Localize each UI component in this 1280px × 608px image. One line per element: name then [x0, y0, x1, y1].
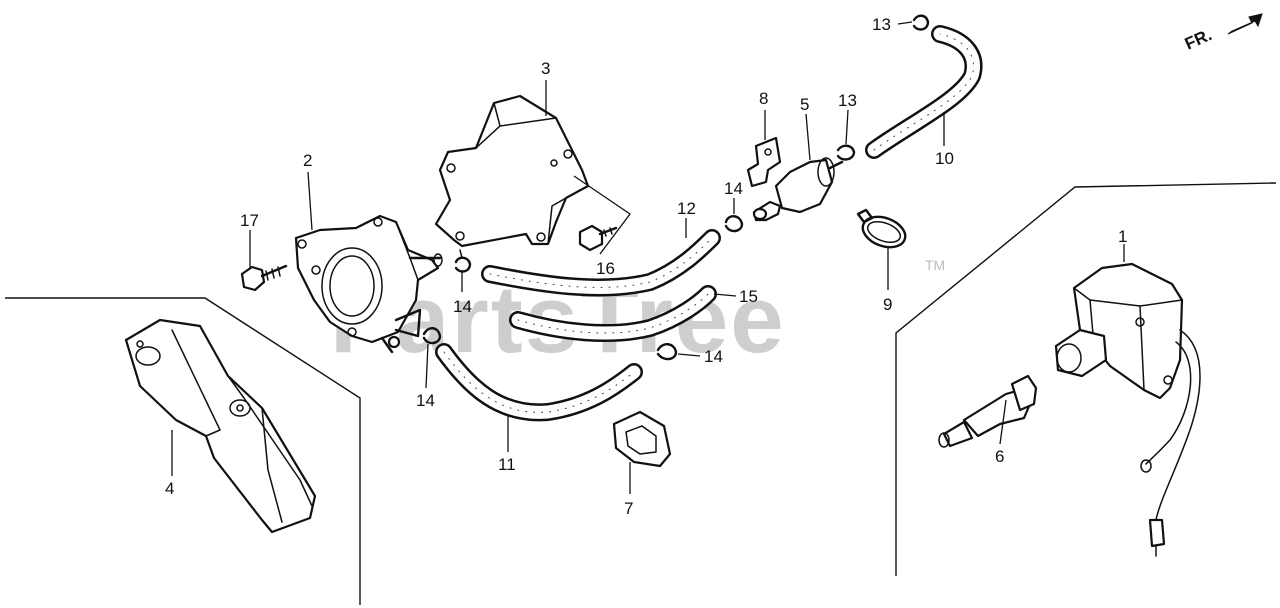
- callout-14-b: 14: [416, 391, 435, 410]
- part-9-clamp: [856, 208, 907, 249]
- callout-13-a: 13: [872, 15, 891, 34]
- callout-17: 17: [240, 211, 259, 230]
- callout-14-c: 14: [724, 179, 743, 198]
- part-12-hose: [481, 229, 721, 297]
- part-13-clip-b: [836, 144, 856, 161]
- part-3-cover: [434, 94, 590, 248]
- part-1-ignition-coil: [1054, 262, 1201, 557]
- part-2-fuel-pump: [294, 214, 443, 354]
- callout-11: 11: [498, 455, 516, 474]
- part-8-clip: [746, 136, 782, 188]
- callout-4: 4: [165, 479, 174, 498]
- part-4-bracket: [124, 318, 317, 534]
- watermark-trademark: TM: [925, 257, 945, 273]
- part-14-clip-a: [454, 249, 472, 273]
- callout-8: 8: [759, 89, 768, 108]
- callout-14-d: 14: [704, 347, 723, 366]
- part-14-clip-d: [656, 343, 678, 361]
- part-14-clip-c: [724, 215, 744, 233]
- callout-16: 16: [596, 259, 615, 278]
- callout-6: 6: [995, 447, 1004, 466]
- part-17-bolt: [240, 264, 288, 292]
- section-borders: [5, 182, 1277, 605]
- part-14-clip-b: [422, 327, 442, 345]
- front-arrow-icon: [1227, 13, 1263, 35]
- part-7-grommet: [612, 410, 672, 468]
- callout-12: 12: [677, 199, 696, 218]
- callout-5: 5: [800, 95, 809, 114]
- callout-10: 10: [935, 149, 954, 168]
- callout-7: 7: [624, 499, 633, 518]
- callout-2: 2: [303, 151, 312, 170]
- part-10-hose: [865, 25, 983, 159]
- callout-3: 3: [541, 59, 550, 78]
- part-15-hose: [509, 285, 717, 343]
- part-13-clip-a: [912, 14, 930, 31]
- callout-14-a: 14: [453, 297, 472, 316]
- part-5-fuel-filter: [752, 157, 844, 222]
- part-16-bolt: [578, 224, 618, 252]
- callout-1: 1: [1118, 227, 1127, 246]
- part-11-hose: [435, 343, 643, 422]
- front-direction-indicator: FR.: [1182, 13, 1263, 54]
- callout-numbers: 1 2 3 4 5 6 7 8 9 10 11 12 13 13 14 14 1…: [165, 15, 1127, 518]
- callout-9: 9: [883, 295, 892, 314]
- part-6-spark-plug: [938, 374, 1038, 448]
- front-label: FR.: [1182, 25, 1215, 53]
- callout-13-b: 13: [838, 91, 857, 110]
- leader-lines: [171, 21, 1125, 494]
- callout-15: 15: [739, 287, 758, 306]
